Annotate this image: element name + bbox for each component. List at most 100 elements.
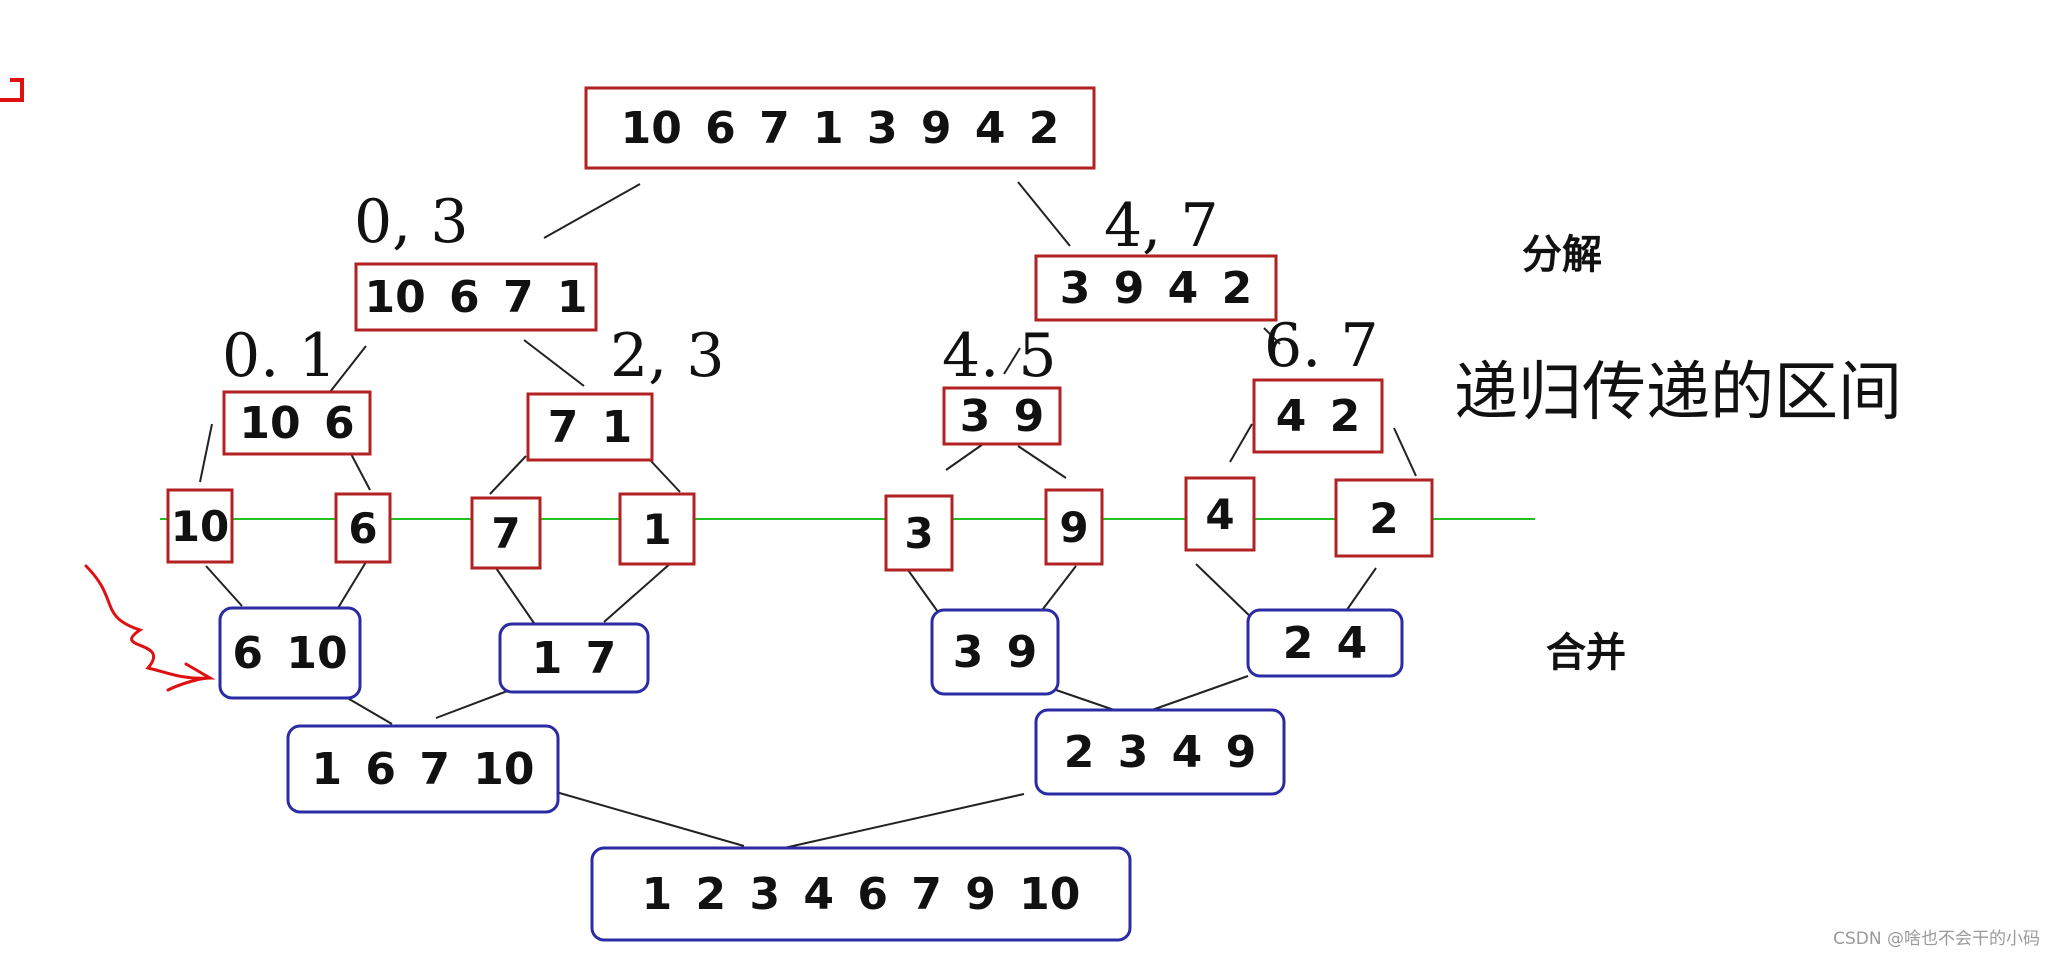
- split-node-label: 7: [491, 509, 520, 558]
- split-node-label: 9: [1059, 503, 1088, 552]
- split-node: 10 6 7 1: [354, 262, 598, 332]
- split-node-box: [354, 262, 598, 332]
- tree-link: [1017, 445, 1067, 479]
- merge-node-label: 1 2 3 4 6 7 9 10: [642, 869, 1081, 920]
- merge-node-label: 1 6 7 10: [311, 744, 534, 795]
- merge-node: 2 4: [1246, 608, 1404, 678]
- tree-link: [1393, 427, 1417, 477]
- merge-node-box: [930, 608, 1060, 696]
- tree-link: [1229, 423, 1253, 463]
- split-node: 10: [166, 488, 234, 564]
- split-node-label: 3: [904, 509, 933, 558]
- merge-node-box: [286, 724, 560, 814]
- merge-node: 2 3 4 9: [1034, 708, 1286, 796]
- tree-link: [1343, 567, 1377, 615]
- split-node-label: 10: [171, 502, 229, 551]
- split-node-box: [166, 488, 234, 564]
- split-node-box: [1034, 254, 1278, 322]
- tree-link: [523, 339, 585, 387]
- tree-link: [1151, 675, 1249, 711]
- split-node-box: [222, 390, 372, 456]
- merge-node-label: 1 7: [532, 633, 617, 684]
- tree-link: [945, 441, 987, 471]
- split-node-box: [1044, 488, 1104, 566]
- tree-link: [1195, 563, 1257, 623]
- tree-link: [329, 345, 367, 393]
- split-node-label: 10 6 7 1 3 9 4 2: [621, 103, 1060, 154]
- split-node: 3 9: [942, 386, 1062, 446]
- tree-link: [603, 561, 673, 623]
- tree-link: [199, 423, 213, 483]
- split-node-box: [884, 494, 954, 572]
- split-node-box: [1184, 476, 1256, 552]
- split-node: 7 1: [526, 392, 654, 462]
- tree-link: [649, 459, 681, 493]
- split-node-box: [526, 392, 654, 462]
- split-node: 7: [470, 496, 542, 570]
- merge-node: 1 2 3 4 6 7 9 10: [590, 846, 1132, 942]
- split-node-label: 7 1: [548, 402, 633, 453]
- merge-node-label: 6 10: [232, 628, 347, 679]
- tree-link: [1263, 327, 1281, 345]
- split-node-label: 6: [348, 504, 377, 553]
- merge-node-box: [218, 606, 362, 700]
- split-node: 1: [618, 492, 696, 566]
- split-node: 3: [884, 494, 954, 572]
- merge-node: 3 9: [930, 608, 1060, 696]
- split-node-label: 3 9: [960, 391, 1045, 442]
- tree-link: [783, 793, 1025, 849]
- split-node-label: 2: [1369, 494, 1398, 543]
- merge-node-label: 2 3 4 9: [1064, 727, 1256, 778]
- tree-link: [543, 183, 641, 239]
- tree-link: [205, 565, 243, 607]
- range-label: 4, 7: [1104, 191, 1219, 261]
- tree-link: [1003, 347, 1021, 375]
- red-edge-mark: [0, 78, 24, 102]
- split-node: 4 2: [1252, 378, 1384, 454]
- tree-link: [1017, 181, 1071, 247]
- merge-node-label: 3 9: [953, 627, 1038, 678]
- split-node-box: [618, 492, 696, 566]
- split-node: 4: [1184, 476, 1256, 552]
- split-node-label: 4: [1205, 490, 1234, 539]
- tree-link: [1055, 689, 1121, 713]
- split-node-box: [1252, 378, 1384, 454]
- merge-node-box: [590, 846, 1132, 942]
- range-label: 0. 1: [222, 321, 337, 391]
- merge-node-box: [1246, 608, 1404, 678]
- split-node: 10 6: [222, 390, 372, 456]
- red-arrow: [84, 564, 216, 692]
- split-node-label: 10 6 7 1: [364, 272, 587, 323]
- split-node-box: [584, 86, 1096, 170]
- split-node-label: 10 6: [239, 398, 354, 449]
- tree-link: [337, 561, 367, 609]
- tree-link: [489, 455, 527, 495]
- merge-node: 1 7: [498, 622, 650, 694]
- split-node-label: 1: [642, 505, 671, 554]
- split-phase-label: 分解: [1522, 232, 1602, 278]
- tree-link: [555, 791, 745, 847]
- split-node-box: [334, 492, 392, 564]
- split-node-label: 3 9 4 2: [1060, 263, 1252, 314]
- split-node: 3 9 4 2: [1034, 254, 1278, 322]
- split-node-box: [470, 496, 542, 570]
- merge-phase-label: 合并: [1546, 630, 1626, 676]
- merge-node: 6 10: [218, 606, 362, 700]
- tree-link: [435, 689, 511, 719]
- range-label: 2, 3: [610, 321, 725, 391]
- range-label: 0, 3: [354, 187, 469, 257]
- range-label: 4. 5: [942, 321, 1057, 391]
- range-label: 6. 7: [1264, 311, 1379, 381]
- merge-node-box: [498, 622, 650, 694]
- recursion-range-label: 递归传递的区间: [1454, 356, 1902, 430]
- split-node: 6: [334, 492, 392, 564]
- tree-link: [343, 695, 393, 725]
- tree-link: [495, 567, 537, 627]
- merge-node-box: [1034, 708, 1286, 796]
- split-node: 9: [1044, 488, 1104, 566]
- split-node-box: [942, 386, 1062, 446]
- merge-node-label: 2 4: [1283, 618, 1368, 669]
- split-node: 2: [1334, 478, 1434, 558]
- tree-link: [349, 451, 371, 491]
